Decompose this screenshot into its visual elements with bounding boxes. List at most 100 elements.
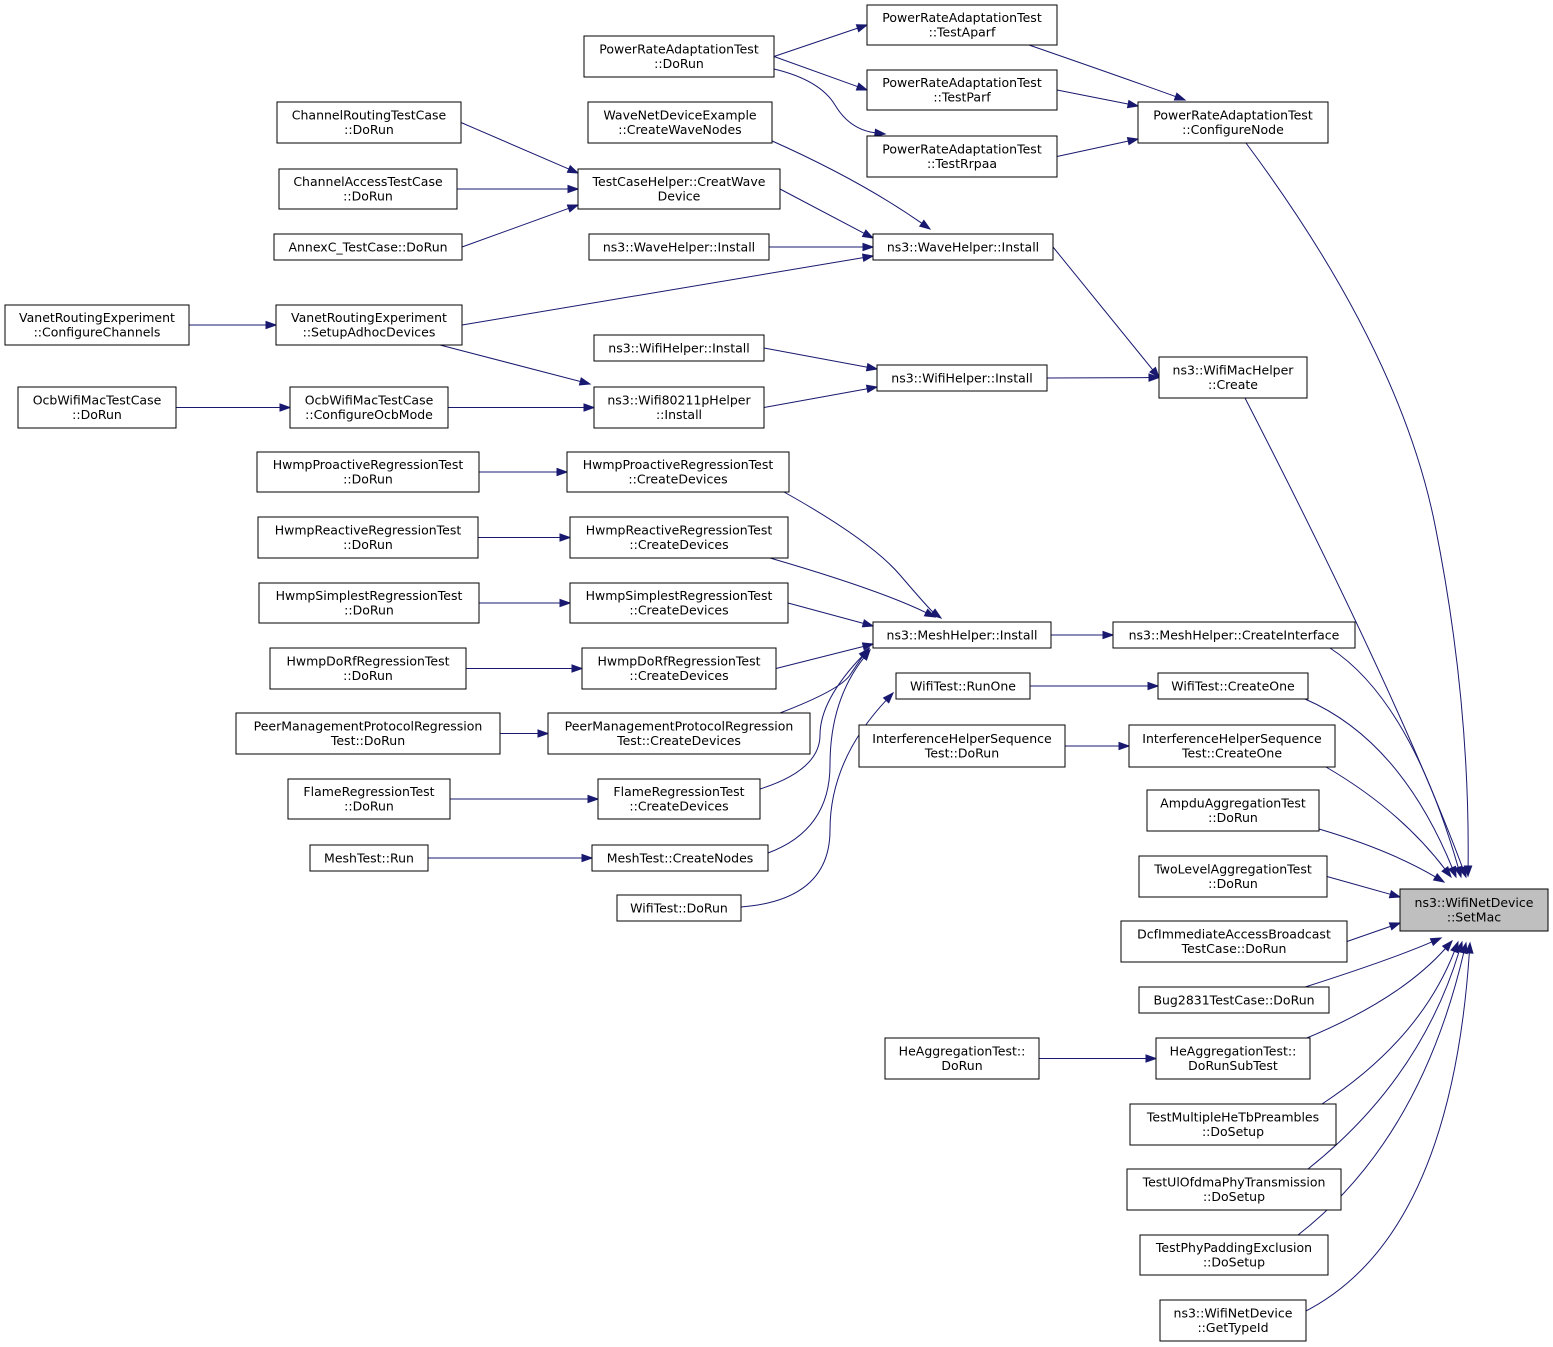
node-box bbox=[1157, 672, 1309, 700]
node-label: ::ConfigureChannels bbox=[34, 325, 161, 340]
node-label: ::DoRun bbox=[343, 668, 393, 683]
caller-node[interactable]: FlameRegressionTest::DoRun bbox=[287, 778, 451, 820]
caller-node[interactable]: PowerRateAdaptationTest::TestParf bbox=[866, 69, 1058, 111]
caller-node[interactable]: MeshTest::Run bbox=[309, 844, 429, 872]
caller-node[interactable]: HwmpSimplestRegressionTest::CreateDevice… bbox=[569, 582, 789, 624]
caller-node[interactable]: HwmpDoRfRegressionTest::DoRun bbox=[269, 647, 467, 690]
caller-node[interactable]: ChannelRoutingTestCase::DoRun bbox=[276, 101, 462, 144]
caller-node[interactable]: PeerManagementProtocolRegressionTest::Cr… bbox=[547, 712, 811, 755]
caller-node[interactable]: VanetRoutingExperiment::SetupAdhocDevice… bbox=[275, 304, 463, 346]
node-label: ::DoRun bbox=[1208, 876, 1258, 891]
node-box bbox=[1128, 724, 1336, 768]
caller-node[interactable]: TestMultipleHeTbPreambles::DoSetup bbox=[1129, 1103, 1337, 1146]
edge-line bbox=[759, 655, 864, 790]
caller-node[interactable]: WifiTest::RunOne bbox=[895, 672, 1031, 700]
call-edge bbox=[763, 347, 879, 372]
caller-node[interactable]: PowerRateAdaptationTest::DoRun bbox=[583, 35, 775, 78]
caller-node[interactable]: DcfImmediateAccessBroadcastTestCase::DoR… bbox=[1120, 920, 1348, 963]
caller-node[interactable]: HwmpReactiveRegressionTest::CreateDevice… bbox=[569, 516, 789, 559]
call-edge bbox=[767, 648, 871, 854]
arrowhead bbox=[279, 403, 292, 412]
caller-node[interactable]: ns3::Wifi80211pHelper::Install bbox=[593, 386, 765, 429]
caller-node[interactable]: PeerManagementProtocolRegressionTest::Do… bbox=[235, 712, 501, 755]
call-edge bbox=[479, 467, 569, 477]
arrowhead bbox=[1441, 866, 1452, 879]
node-label: HwmpDoRfRegressionTest bbox=[597, 654, 760, 669]
caller-node[interactable]: TestUlOfdmaPhyTransmission::DoSetup bbox=[1126, 1168, 1342, 1211]
node-label: ::DoRun bbox=[344, 799, 394, 814]
node-label: ::DoRun bbox=[343, 537, 393, 552]
node-label: ::DoSetup bbox=[1202, 1124, 1264, 1139]
node-box bbox=[1155, 1037, 1311, 1080]
arrowhead bbox=[578, 377, 592, 386]
caller-node[interactable]: ns3::WaveHelper::Install bbox=[872, 233, 1054, 261]
caller-node[interactable]: MeshTest::CreateNodes bbox=[591, 844, 769, 872]
node-label: ::DoRun bbox=[343, 189, 393, 204]
caller-node[interactable]: ChannelAccessTestCase::DoRun bbox=[278, 168, 458, 210]
caller-node[interactable]: PowerRateAdaptationTest::TestAparf bbox=[866, 4, 1058, 46]
caller-node[interactable]: PowerRateAdaptationTest::TestRrpaa bbox=[866, 135, 1058, 178]
caller-node[interactable]: AnnexC_TestCase::DoRun bbox=[273, 233, 463, 261]
call-edge bbox=[1346, 922, 1402, 942]
caller-node[interactable]: HwmpProactiveRegressionTest::CreateDevic… bbox=[566, 451, 790, 493]
edge-line bbox=[1301, 947, 1447, 1041]
node-label: ns3::MeshHelper::Install bbox=[887, 627, 1038, 642]
arrowhead bbox=[929, 608, 943, 619]
call-edge bbox=[448, 403, 596, 412]
edge-line bbox=[461, 256, 865, 326]
caller-node[interactable]: HwmpSimplestRegressionTest::DoRun bbox=[258, 582, 480, 624]
caller-node[interactable]: PowerRateAdaptationTest::ConfigureNode bbox=[1137, 101, 1329, 144]
caller-node[interactable]: ns3::WaveHelper::Install bbox=[588, 233, 770, 261]
call-edge bbox=[1301, 937, 1443, 989]
caller-node[interactable]: HwmpDoRfRegressionTest::CreateDevices bbox=[581, 647, 777, 690]
arrowhead bbox=[1432, 872, 1446, 883]
caller-node[interactable]: ns3::WifiHelper::Install bbox=[593, 334, 765, 362]
call-edge bbox=[1304, 698, 1457, 879]
node-box bbox=[569, 582, 789, 624]
caller-node[interactable]: Bug2831TestCase::DoRun bbox=[1138, 986, 1330, 1014]
caller-node[interactable]: HeAggregationTest::DoRunSubTest bbox=[1155, 1037, 1311, 1080]
node-box bbox=[1120, 920, 1348, 963]
caller-node[interactable]: HwmpProactiveRegressionTest::DoRun bbox=[256, 451, 480, 493]
node-label: ::SetMac bbox=[1447, 910, 1501, 925]
edge-line bbox=[460, 122, 570, 170]
node-label: HwmpSimplestRegressionTest bbox=[586, 588, 773, 603]
node-label: TestCase::DoRun bbox=[1181, 941, 1287, 956]
caller-node[interactable]: WifiTest::CreateOne bbox=[1157, 672, 1309, 700]
call-edge bbox=[1052, 246, 1160, 379]
call-edge bbox=[428, 853, 594, 863]
caller-node[interactable]: ns3::WifiMacHelper::Create bbox=[1158, 356, 1308, 399]
caller-node[interactable]: OcbWifiMacTestCase::DoRun bbox=[17, 386, 177, 429]
caller-node[interactable]: HeAggregationTest::DoRun bbox=[884, 1037, 1040, 1080]
edge-line bbox=[1244, 397, 1464, 869]
arrowhead bbox=[862, 242, 875, 252]
caller-node[interactable]: WaveNetDeviceExample::CreateWaveNodes bbox=[587, 101, 773, 144]
caller-node[interactable]: ns3::MeshHelper::CreateInterface bbox=[1112, 621, 1356, 649]
caller-node[interactable]: VanetRoutingExperiment::ConfigureChannel… bbox=[4, 304, 190, 346]
node-box bbox=[1158, 356, 1308, 399]
caller-node[interactable]: ns3::MeshHelper::Install bbox=[872, 621, 1052, 649]
node-label: WifiTest::RunOne bbox=[910, 678, 1016, 693]
caller-node[interactable]: WifiTest::DoRun bbox=[616, 894, 742, 922]
arrowhead bbox=[861, 253, 875, 262]
caller-node[interactable]: InterferenceHelperSequenceTest::CreateOn… bbox=[1128, 724, 1336, 768]
caller-node[interactable]: TestPhyPaddingExclusion::DoSetup bbox=[1139, 1234, 1329, 1276]
caller-node[interactable]: ns3::WifiHelper::Install bbox=[876, 364, 1048, 392]
caller-node[interactable]: AmpduAggregationTest::DoRun bbox=[1146, 789, 1320, 832]
arrowhead bbox=[1441, 939, 1453, 952]
arrowhead bbox=[860, 648, 871, 661]
node-label: HwmpProactiveRegressionTest bbox=[273, 457, 464, 472]
node-label: ns3::WaveHelper::Install bbox=[603, 239, 755, 254]
arrowhead bbox=[1429, 937, 1443, 947]
node-label: ns3::WaveHelper::Install bbox=[887, 239, 1039, 254]
edge-line bbox=[740, 699, 888, 908]
caller-node[interactable]: HwmpReactiveRegressionTest::DoRun bbox=[257, 516, 479, 559]
caller-node[interactable]: FlameRegressionTest::CreateDevices bbox=[597, 778, 761, 820]
caller-node[interactable]: ns3::WifiNetDevice::GetTypeId bbox=[1159, 1299, 1307, 1342]
edge-line bbox=[769, 139, 923, 225]
caller-node[interactable]: TwoLevelAggregationTest::DoRun bbox=[1138, 855, 1328, 898]
node-label: ns3::WifiHelper::Install bbox=[891, 370, 1032, 385]
caller-node[interactable]: OcbWifiMacTestCase::ConfigureOcbMode bbox=[289, 386, 449, 429]
